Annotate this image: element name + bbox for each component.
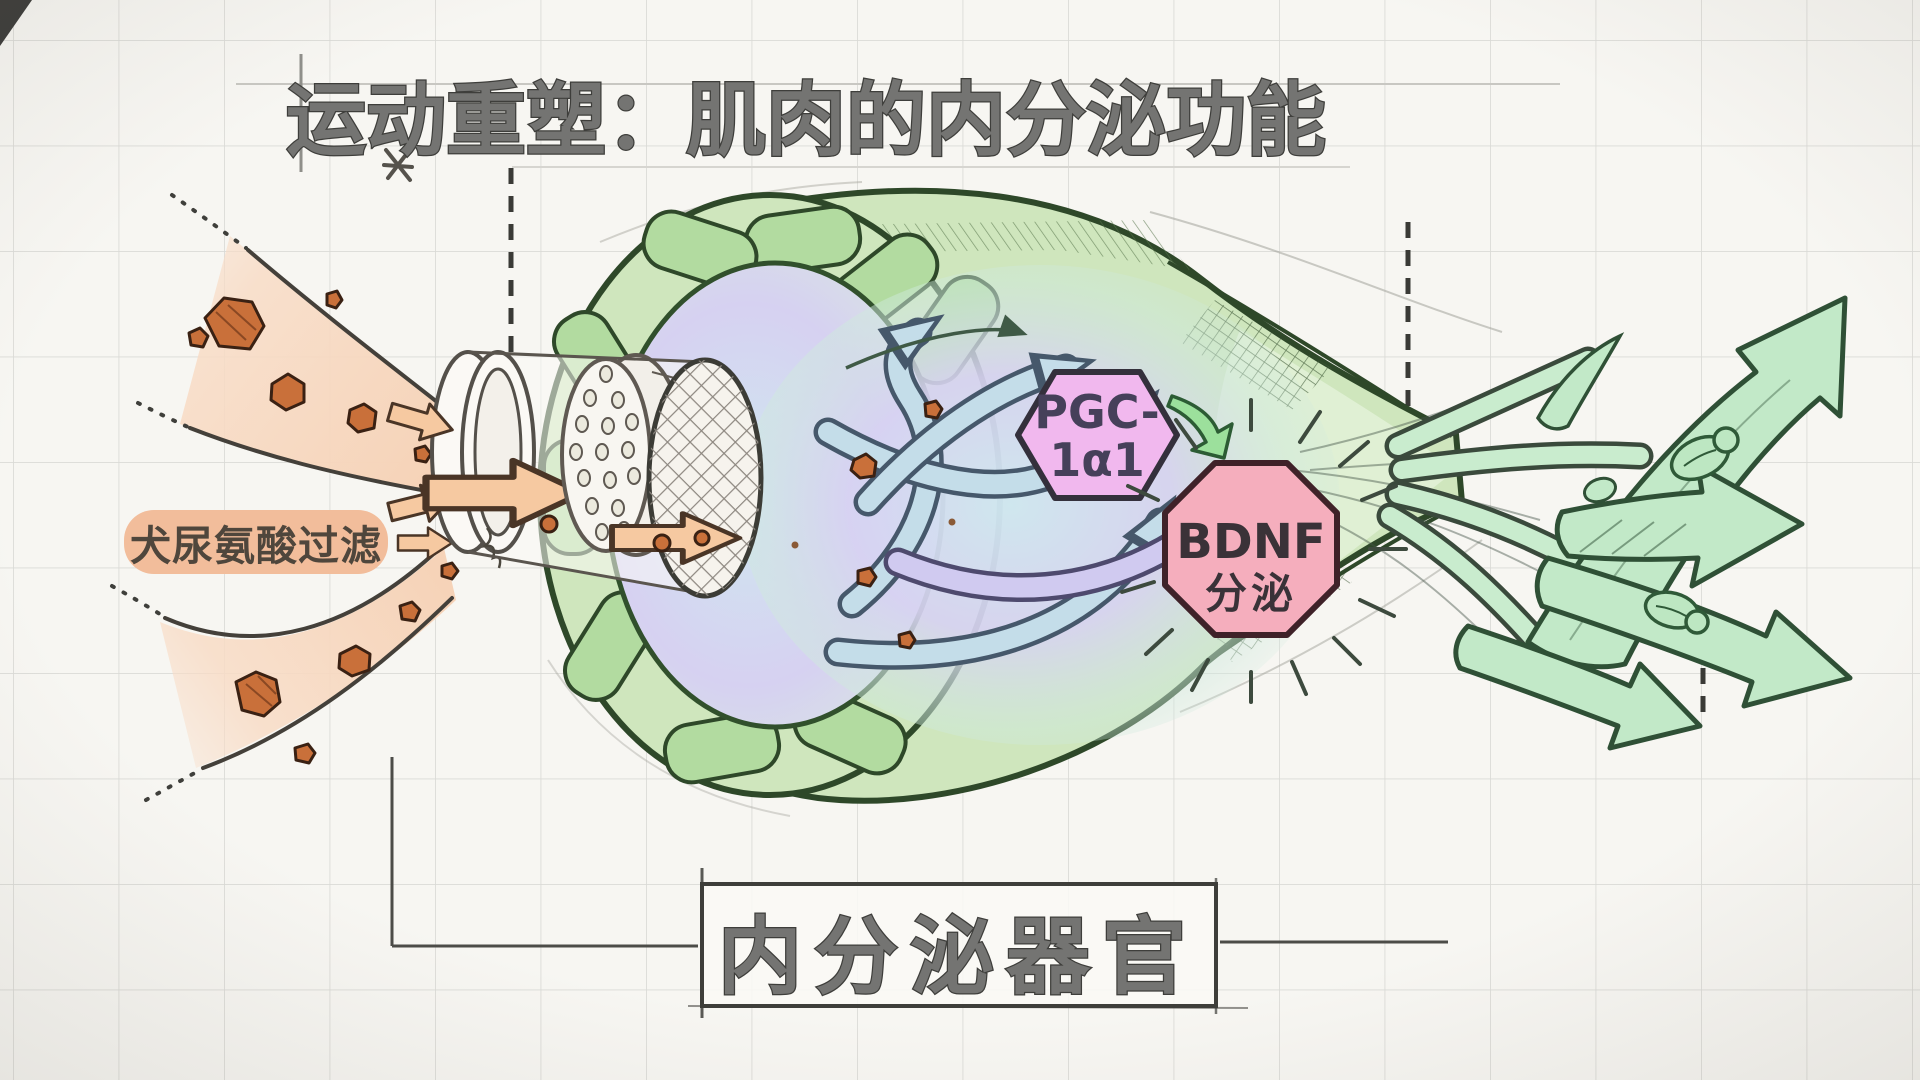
particle — [539, 514, 559, 534]
particle — [897, 630, 917, 650]
particle — [693, 529, 711, 547]
bdnf-label-line1: BDNF — [1176, 514, 1325, 570]
mesh-disc — [646, 357, 764, 599]
pgc-label-line1: PGC- — [1034, 385, 1159, 439]
page-title: 运动重塑：肌肉的内分泌功能 — [286, 74, 1326, 167]
particle — [337, 644, 372, 678]
pgc-node: PGC- 1α1 — [1015, 369, 1180, 501]
particle — [652, 533, 672, 553]
pgc-label-line2: 1α1 — [1049, 433, 1145, 487]
particle — [856, 566, 878, 588]
organ-caption-text: 内分泌器官 — [718, 908, 1198, 1006]
particle — [325, 289, 344, 310]
particle — [413, 444, 433, 464]
particle — [923, 399, 944, 420]
mesh-grid — [649, 360, 761, 596]
bdnf-label-line2: 分泌 — [1205, 569, 1297, 618]
speck — [791, 541, 799, 549]
label-text: 犬尿氨酸过滤 — [130, 522, 382, 570]
particle — [440, 561, 460, 581]
speck — [948, 518, 956, 526]
particle — [346, 402, 378, 434]
particle — [293, 742, 317, 765]
